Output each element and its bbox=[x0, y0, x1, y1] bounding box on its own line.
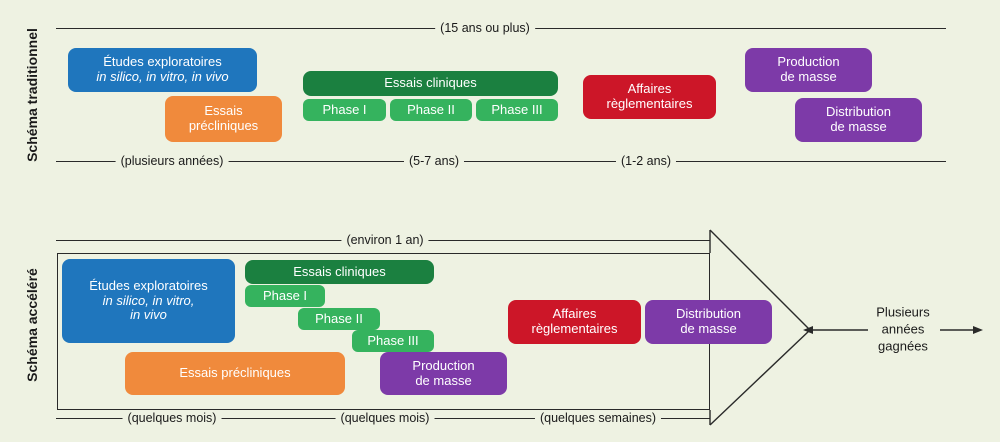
accelerated-phase-duration-label-2: (quelques mois) bbox=[335, 411, 435, 425]
traditional-phase-duration-label-1: (plusieurs années) bbox=[115, 154, 229, 168]
accelerated-exploratory-line2: in silico, in vitro, bbox=[102, 292, 195, 308]
accelerated-phase-duration-label-3: (quelques semaines) bbox=[534, 411, 662, 425]
accelerated-exploratory-line1: Études exploratoires bbox=[89, 277, 208, 293]
section-label-traditional: Schéma traditionnel bbox=[24, 28, 40, 162]
accelerated-exploratory-line3: in vivo bbox=[130, 307, 167, 323]
gain-arrow-right-head-icon bbox=[973, 326, 983, 334]
time-gain-annotation-label: Plusieurs années gagnées bbox=[876, 304, 930, 354]
traditional-phase-3-box[interactable]: Phase III bbox=[476, 99, 558, 121]
accelerated-phase-2-box[interactable]: Phase II bbox=[298, 308, 380, 330]
traditional-bottom-timeline-rule bbox=[56, 161, 946, 162]
traditional-phase-duration-label-3: (1-2 ans) bbox=[615, 154, 677, 168]
traditional-phase-2-box[interactable]: Phase II bbox=[390, 99, 472, 121]
traditional-exploratory-line1: Études exploratoires bbox=[103, 54, 222, 70]
traditional-total-duration-label: (15 ans ou plus) bbox=[435, 21, 535, 35]
traditional-regulatory-affairs-box[interactable]: Affaires règlementaires bbox=[583, 75, 716, 119]
traditional-mass-production-box[interactable]: Production de masse bbox=[745, 48, 872, 92]
traditional-phase-duration-label-2: (5-7 ans) bbox=[403, 154, 465, 168]
accelerated-total-duration-label: (environ 1 an) bbox=[341, 233, 429, 247]
accelerated-preclinical-trials-box[interactable]: Essais précliniques bbox=[125, 352, 345, 395]
traditional-exploratory-studies-box[interactable]: Études exploratoires in silico, in vitro… bbox=[68, 48, 257, 92]
traditional-mass-distribution-box[interactable]: Distribution de masse bbox=[795, 98, 922, 142]
accelerated-clinical-trials-header-box[interactable]: Essais cliniques bbox=[245, 260, 434, 284]
accelerated-phase-1-box[interactable]: Phase I bbox=[245, 285, 325, 307]
accelerated-regulatory-affairs-box[interactable]: Affaires règlementaires bbox=[508, 300, 641, 344]
section-label-accelerated: Schéma accéléré bbox=[24, 268, 40, 382]
accelerated-phase-3-box[interactable]: Phase III bbox=[352, 330, 434, 352]
traditional-phase-1-box[interactable]: Phase I bbox=[303, 99, 386, 121]
accelerated-exploratory-studies-box[interactable]: Études exploratoires in silico, in vitro… bbox=[62, 259, 235, 343]
gain-arrow-left-head-icon bbox=[803, 326, 813, 334]
traditional-preclinical-trials-box[interactable]: Essais précliniques bbox=[165, 96, 282, 142]
accelerated-mass-production-box[interactable]: Production de masse bbox=[380, 352, 507, 395]
accelerated-mass-distribution-box[interactable]: Distribution de masse bbox=[645, 300, 772, 344]
traditional-exploratory-line2: in silico, in vitro, in vivo bbox=[96, 69, 229, 84]
traditional-clinical-trials-header-box[interactable]: Essais cliniques bbox=[303, 71, 558, 96]
accelerated-phase-duration-label-1: (quelques mois) bbox=[122, 411, 222, 425]
